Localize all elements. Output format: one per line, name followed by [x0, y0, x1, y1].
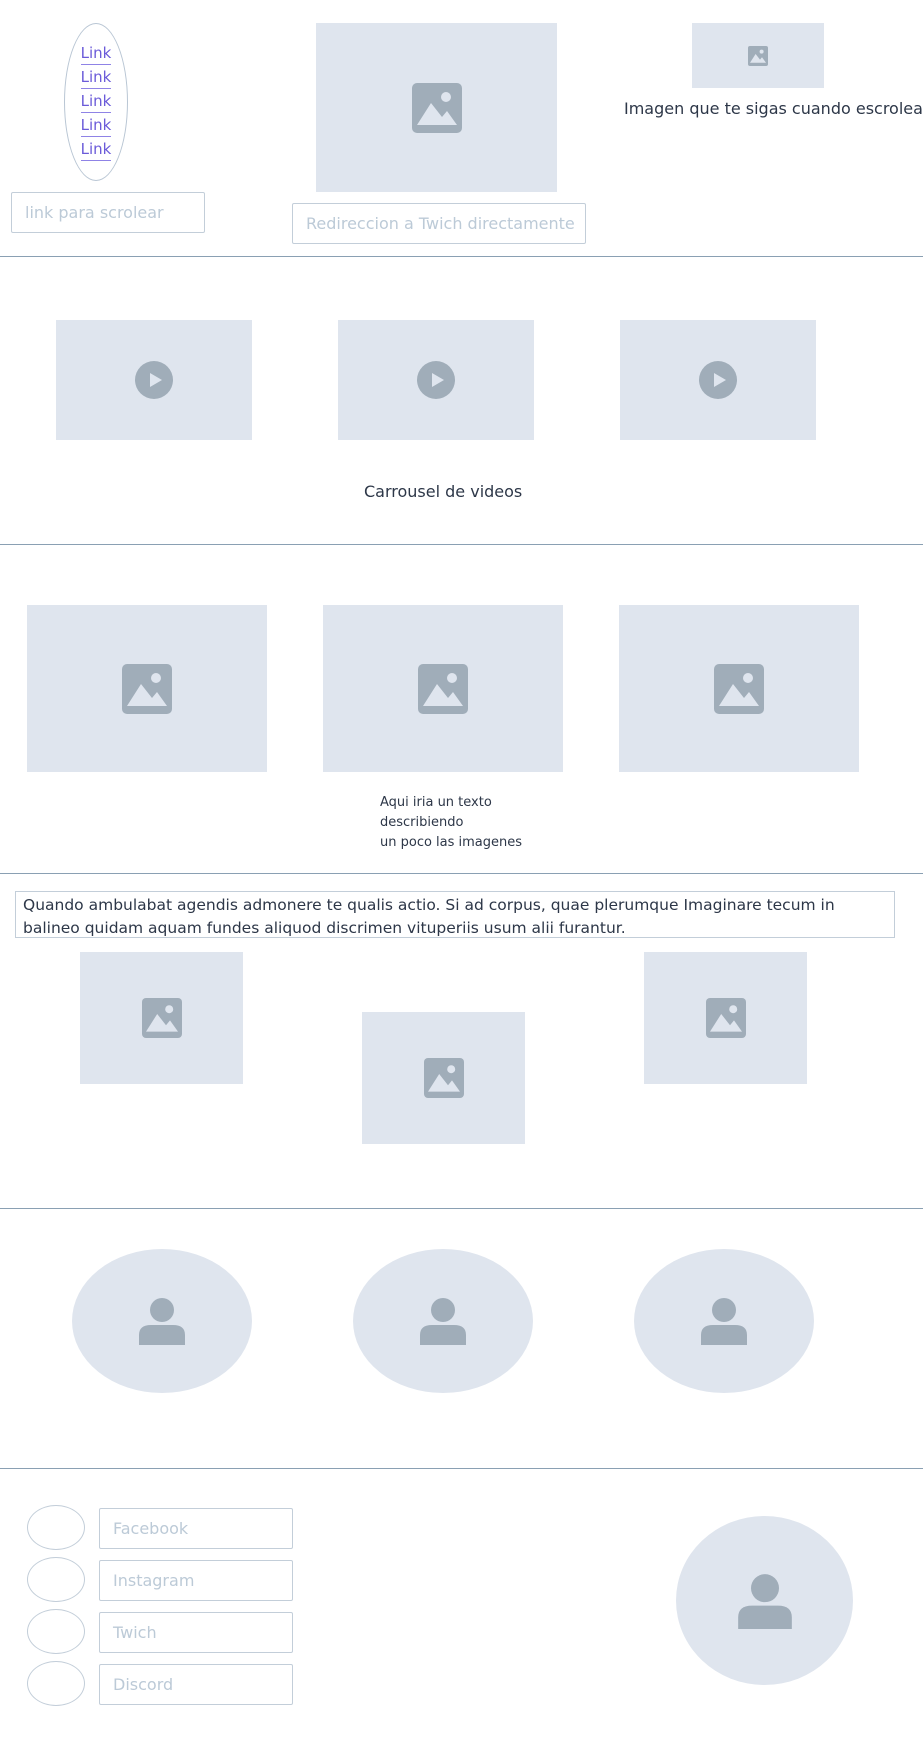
scroll-link-input[interactable]: link para scrolear — [11, 192, 205, 233]
instagram-icon[interactable] — [27, 1557, 85, 1602]
sticky-image-placeholder — [692, 23, 824, 88]
section-divider — [0, 1208, 923, 1209]
section-divider — [0, 873, 923, 874]
discord-icon[interactable] — [27, 1661, 85, 1706]
carousel-caption: Carrousel de videos — [364, 482, 523, 501]
nav-link-5[interactable]: Link — [80, 139, 112, 161]
facebook-icon[interactable] — [27, 1505, 85, 1550]
facebook-field[interactable]: Facebook — [99, 1508, 293, 1549]
image-icon — [411, 82, 462, 133]
video-placeholder[interactable] — [620, 320, 816, 440]
feature-image-placeholder — [80, 952, 243, 1084]
image-icon — [418, 663, 468, 714]
sticky-image-caption: Imagen que te sigas cuando escroleas — [624, 99, 923, 118]
description-paragraph: Quando ambulabat agendis admonere te qua… — [15, 891, 895, 938]
nav-link-2[interactable]: Link — [80, 67, 112, 89]
video-placeholder[interactable] — [338, 320, 534, 440]
user-icon — [701, 1298, 747, 1345]
gallery-description-line: Aqui iria un texto — [380, 795, 492, 810]
profile-avatar — [676, 1516, 853, 1685]
image-icon — [423, 1058, 464, 1098]
image-icon — [122, 663, 172, 714]
feature-image-placeholder — [644, 952, 807, 1084]
nav-links-ellipse: Link Link Link Link Link — [64, 23, 128, 181]
play-icon — [699, 361, 737, 399]
avatar — [634, 1249, 814, 1393]
section-divider — [0, 1468, 923, 1469]
gallery-description: Aqui iria un texto describiendo un poco … — [380, 793, 522, 853]
discord-field[interactable]: Discord — [99, 1664, 293, 1705]
twitch-icon[interactable] — [27, 1609, 85, 1654]
gallery-image-placeholder — [323, 605, 563, 772]
image-icon — [714, 663, 764, 714]
image-icon — [141, 998, 182, 1038]
gallery-description-line: describiendo — [380, 815, 464, 830]
user-icon — [420, 1298, 466, 1345]
gallery-image-placeholder — [27, 605, 267, 772]
user-icon — [139, 1298, 185, 1345]
user-icon — [737, 1573, 792, 1629]
hero-image-placeholder — [316, 23, 557, 192]
nav-link-1[interactable]: Link — [80, 43, 112, 65]
instagram-field[interactable]: Instagram — [99, 1560, 293, 1601]
nav-link-3[interactable]: Link — [80, 91, 112, 113]
gallery-description-line: un poco las imagenes — [380, 835, 523, 850]
avatar — [72, 1249, 252, 1393]
avatar — [353, 1249, 533, 1393]
image-icon — [705, 998, 746, 1038]
feature-image-placeholder — [362, 1012, 525, 1144]
gallery-image-placeholder — [619, 605, 859, 772]
section-divider — [0, 544, 923, 545]
twitch-field[interactable]: Twich — [99, 1612, 293, 1653]
image-icon — [748, 45, 768, 66]
nav-link-4[interactable]: Link — [80, 115, 112, 137]
twitch-redirect-input[interactable]: Redireccion a Twich directamente — [292, 203, 586, 244]
play-icon — [135, 361, 173, 399]
section-divider — [0, 256, 923, 257]
play-icon — [417, 361, 455, 399]
video-placeholder[interactable] — [56, 320, 252, 440]
